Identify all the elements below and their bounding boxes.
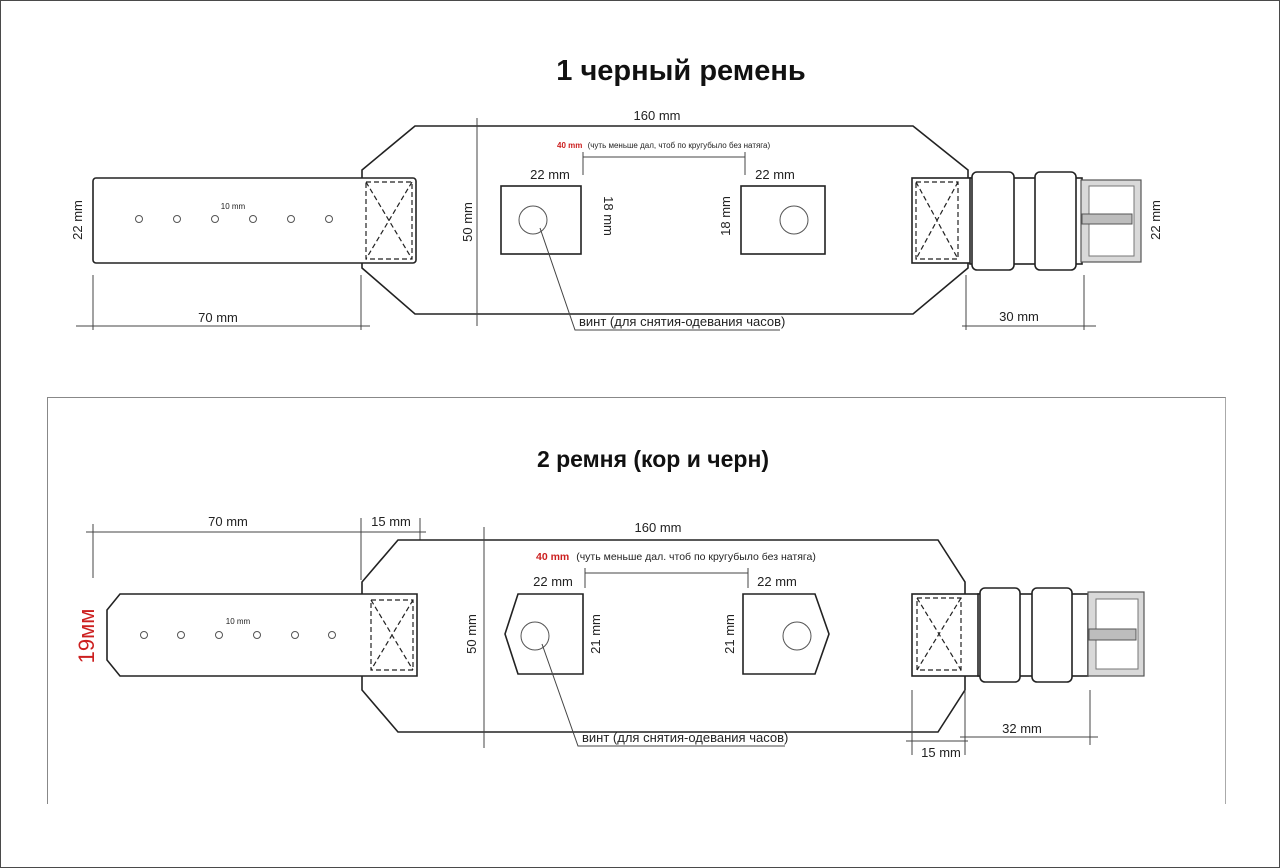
dim-15-top-label: 15 mm — [371, 514, 411, 529]
lug-left-height: 18 mm — [601, 196, 616, 236]
lug-right-width: 22 mm — [755, 167, 795, 182]
screw-leader — [539, 227, 780, 331]
dim-40-red: 40 mm — [557, 141, 582, 150]
strap-hole — [287, 215, 295, 223]
screw-hole-right — [779, 205, 809, 235]
strap-right-stub — [911, 593, 983, 677]
stitch-cross-right — [916, 597, 962, 671]
dim-70-label: 70 mm — [198, 310, 238, 325]
dim-30-label: 30 mm — [999, 309, 1039, 324]
screw-leader — [541, 643, 785, 747]
screw-hole-right — [782, 621, 812, 651]
dim-40-note-text: (чуть меньше дал, чтоб по кругубыло без … — [588, 141, 771, 150]
lug-left-height: 21 mm — [588, 614, 603, 654]
panel-2-frame — [47, 397, 1226, 804]
strap-hole — [249, 215, 257, 223]
keeper-2 — [1031, 587, 1073, 683]
dim-70-label: 70 mm — [208, 514, 248, 529]
strap-hole — [211, 215, 219, 223]
strap-hole — [253, 631, 261, 639]
dim-40-red: 40 mm — [536, 551, 569, 563]
lug-left-width: 22 mm — [530, 167, 570, 182]
screw-hole-left — [520, 621, 550, 651]
keeper-2 — [1034, 171, 1077, 271]
dim-32-label: 32 mm — [1002, 721, 1042, 736]
diagram-1: 1 черный ремень 160 mm 40 mm (чуть меньш… — [70, 55, 1163, 331]
hole-spacing-label: 10 mm — [221, 202, 246, 211]
strap-hole — [135, 215, 143, 223]
dim-40-note: 40 mm (чуть меньше дал. чтоб по кругубыл… — [536, 551, 816, 563]
strap-left-height: 22 mm — [70, 200, 85, 240]
lug-right-width: 22 mm — [757, 574, 797, 589]
diagram-2-title: 2 ремня (кор и черн) — [537, 446, 769, 472]
screw-label: винт (для снятия-одевания часов) — [582, 730, 788, 745]
strap-hole — [328, 631, 336, 639]
strap-hole — [325, 215, 333, 223]
strap-hole — [291, 631, 299, 639]
cuff-body — [361, 125, 969, 315]
dim-50-label: 50 mm — [464, 614, 479, 654]
diagram-1-title: 1 черный ремень — [556, 55, 805, 87]
diagram-2: 2 ремня (кор и черн) 70 mm 15 mm 160 mm … — [74, 446, 1145, 760]
strap-hole — [177, 631, 185, 639]
stitch-cross-right — [915, 181, 959, 260]
stitch-cross-left — [365, 181, 413, 260]
dim-160-label: 160 mm — [634, 108, 681, 123]
cuff-body — [361, 539, 966, 733]
strap-left — [106, 593, 418, 677]
strap-right-height: 22 mm — [1148, 200, 1163, 240]
buckle-tongue — [1081, 213, 1133, 225]
buckle-tongue — [1088, 628, 1137, 641]
lug-right-height: 21 mm — [722, 614, 737, 654]
dim-40-note-text: (чуть меньше дал. чтоб по кругубыло без … — [576, 551, 816, 563]
dim-40-note: 40 mm (чуть меньше дал, чтоб по кругубыл… — [557, 141, 771, 150]
stitch-box-left — [365, 181, 413, 260]
strap-height-red: 19мм — [74, 609, 99, 664]
hole-spacing-label: 10 mm — [226, 617, 251, 626]
keeper-1 — [979, 587, 1021, 683]
dim-15-bottom-label: 15 mm — [921, 745, 961, 760]
stitch-cross-left — [370, 599, 414, 671]
keeper-1 — [971, 171, 1015, 271]
screw-hole-left — [518, 205, 548, 235]
stitch-box-right — [915, 181, 959, 260]
lug-right-height: 18 mm — [718, 196, 733, 236]
screw-label: винт (для снятия-одевания часов) — [579, 314, 785, 329]
strap-hole — [215, 631, 223, 639]
dim-50-label: 50 mm — [460, 202, 475, 242]
strap-hole — [173, 215, 181, 223]
stitch-box-right — [916, 597, 962, 671]
dim-160-label: 160 mm — [635, 520, 682, 535]
stitch-box-left — [370, 599, 414, 671]
lug-left-width: 22 mm — [533, 574, 573, 589]
strap-hole — [140, 631, 148, 639]
